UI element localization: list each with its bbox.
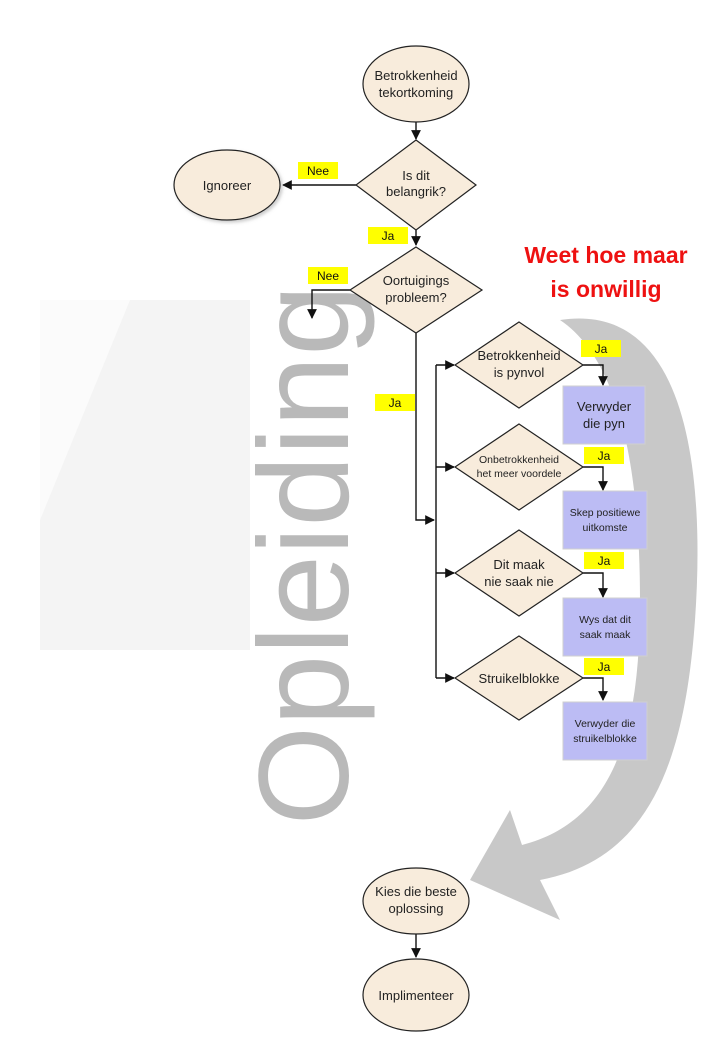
tag-no-conviction: Nee — [308, 267, 348, 284]
node-choose-best[interactable]: Kies die beste oplossing — [362, 867, 470, 935]
action-show-matters-line-1: Wys dat dit — [579, 614, 631, 626]
background-shape — [40, 300, 130, 520]
node-more-benefits-line-1: Onbetrokkenheid — [479, 454, 559, 466]
tag-yes-important-text: Ja — [382, 229, 395, 243]
tag-yes-more-benefits-text: Ja — [598, 449, 611, 463]
tag-no-important: Nee — [298, 162, 338, 179]
node-conviction-line-1: Oortuigings — [383, 273, 450, 288]
connectors — [282, 122, 608, 958]
action-remove-obstacles-line-2: struikelblokke — [573, 733, 637, 745]
action-positive-outcomes[interactable]: Skep positiewe uitkomste — [562, 490, 648, 550]
node-no-matter-line-1: Dit maak — [493, 557, 545, 572]
watermark-text: Opleiding — [233, 285, 376, 826]
node-important[interactable]: Is dit belangrik? — [355, 139, 477, 231]
edge-no-matter-yes — [583, 572, 608, 598]
tag-yes-important: Ja — [368, 227, 408, 244]
side-label-line-1: Weet hoe maar — [524, 242, 687, 268]
edge-more-benefits-yes — [583, 466, 608, 491]
action-remove-obstacles-line-1: Verwyder die — [575, 718, 636, 730]
node-important-line-1: Is dit — [402, 168, 430, 183]
node-conviction-line-2: probleem? — [385, 290, 446, 305]
tag-no-important-text: Nee — [307, 164, 329, 178]
node-painful-line-1: Betrokkenheid — [477, 348, 560, 363]
tag-yes-conviction: Ja — [375, 394, 415, 411]
edge-painful-yes — [583, 364, 608, 386]
tag-yes-obstacles-text: Ja — [598, 660, 611, 674]
tag-yes-more-benefits: Ja — [584, 447, 624, 464]
node-painful[interactable]: Betrokkenheid is pynvol — [453, 321, 585, 409]
tag-yes-obstacles: Ja — [584, 658, 624, 675]
tag-yes-no-matter-text: Ja — [598, 554, 611, 568]
node-choose-best-line-2: oplossing — [389, 901, 444, 916]
node-ignore-label: Ignoreer — [203, 178, 252, 193]
action-positive-outcomes-line-2: uitkomste — [583, 522, 628, 534]
node-start-line-1: Betrokkenheid — [374, 68, 457, 83]
node-start-line-2: tekortkoming — [379, 85, 453, 100]
node-start[interactable]: Betrokkenheid tekortkoming — [362, 45, 470, 123]
action-show-matters[interactable]: Wys dat dit saak maak — [562, 597, 648, 657]
action-remove-pain[interactable]: Verwyder die pyn — [562, 385, 646, 445]
curved-arrow-shape — [470, 318, 698, 920]
node-no-matter-line-2: nie saak nie — [484, 574, 553, 589]
tag-yes-no-matter: Ja — [584, 552, 624, 569]
tag-yes-painful-text: Ja — [595, 342, 608, 356]
node-implement-label: Implimenteer — [378, 988, 454, 1003]
node-more-benefits-line-2: het meer voordele — [477, 468, 562, 480]
action-positive-outcomes-line-1: Skep positiewe — [570, 507, 641, 519]
action-remove-obstacles[interactable]: Verwyder die struikelblokke — [562, 701, 648, 761]
node-obstacles[interactable]: Struikelblokke — [453, 635, 585, 721]
node-obstacles-label: Struikelblokke — [479, 671, 560, 686]
node-implement[interactable]: Implimenteer — [362, 958, 470, 1032]
action-remove-pain-line-2: die pyn — [583, 416, 625, 431]
node-important-line-2: belangrik? — [386, 184, 446, 199]
node-choose-best-line-1: Kies die beste — [375, 884, 457, 899]
tag-yes-painful: Ja — [581, 340, 621, 357]
node-more-benefits[interactable]: Onbetrokkenheid het meer voordele — [453, 423, 585, 511]
node-painful-line-2: is pynvol — [494, 365, 545, 380]
tag-yes-conviction-text: Ja — [389, 396, 402, 410]
side-label-line-2: is onwillig — [550, 276, 661, 302]
node-no-matter[interactable]: Dit maak nie saak nie — [453, 529, 585, 617]
action-remove-pain-line-1: Verwyder — [577, 399, 632, 414]
edge-conviction-yes — [415, 332, 435, 525]
edge-obstacles-yes — [583, 677, 608, 701]
node-conviction[interactable]: Oortuigings probleem? — [348, 246, 484, 334]
tag-no-conviction-text: Nee — [317, 269, 339, 283]
action-show-matters-line-2: saak maak — [580, 629, 632, 641]
node-ignore[interactable]: Ignoreer — [173, 149, 281, 221]
edge-conviction-no — [307, 289, 350, 319]
